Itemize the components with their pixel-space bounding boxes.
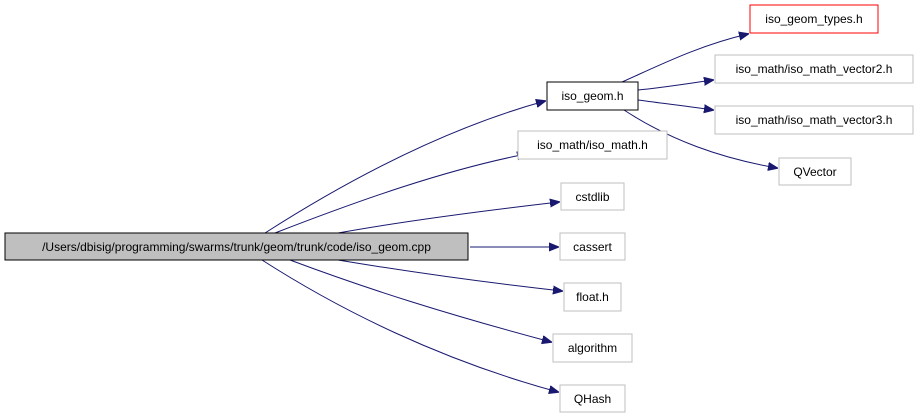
edge-root-to-iso-geom-h [264,101,545,234]
node-iso-geom-types-h-box [749,4,879,34]
node-float-h[interactable]: float.h [563,282,622,312]
node-root-box [4,232,469,261]
node-cstdlib-label: cstdlib [575,190,609,204]
node-iso-math-h[interactable]: iso_math/iso_math.h [517,130,668,160]
node-iso-math-vector2-h-box [714,54,914,84]
node-qvector[interactable]: QVector [778,157,852,186]
edge-iso-geom-h-to-vector2 [637,80,713,91]
node-iso-geom-types-h[interactable]: iso_geom_types.h [749,4,879,34]
edge-iso-geom-h-to-qvector [623,109,777,168]
node-iso-math-vector2-h-label: iso_math/iso_math_vector2.h [736,62,893,76]
edge-root-to-cstdlib [337,202,559,234]
node-cstdlib-box [560,182,625,211]
node-qhash[interactable]: QHash [559,384,626,413]
node-cassert-label: cassert [573,240,612,254]
edge-iso-geom-h-to-vector3 [637,99,713,110]
node-qvector-box [778,157,852,186]
edge-root-to-algorithm [289,259,551,342]
node-iso-geom-h-box [546,81,639,111]
node-cstdlib[interactable]: cstdlib [560,182,625,211]
edge-root-to-iso-math-h [274,154,526,234]
node-qhash-box [559,384,626,413]
node-iso-math-vector3-h[interactable]: iso_math/iso_math_vector3.h [714,105,914,135]
node-algorithm-box [552,333,633,363]
node-iso-geom-types-h-label: iso_geom_types.h [765,12,862,26]
edge-root-to-qhash [261,259,558,392]
node-algorithm[interactable]: algorithm [552,333,633,363]
node-root[interactable]: /Users/dbisig/programming/swarms/trunk/g… [4,232,469,261]
node-algorithm-label: algorithm [568,341,617,355]
node-qhash-label: QHash [574,392,611,406]
edge-root-to-float-h [337,259,562,291]
edges [261,34,777,392]
node-iso-geom-h-label: iso_geom.h [561,89,623,103]
node-iso-geom-h[interactable]: iso_geom.h [546,81,639,111]
node-cassert[interactable]: cassert [559,232,626,261]
node-iso-math-vector2-h[interactable]: iso_math/iso_math_vector2.h [714,54,914,84]
node-iso-math-h-box [517,130,668,160]
node-iso-math-h-label: iso_math/iso_math.h [537,138,648,152]
node-iso-math-vector3-h-label: iso_math/iso_math_vector3.h [736,113,893,127]
node-qvector-label: QVector [793,165,836,179]
node-root-label: /Users/dbisig/programming/swarms/trunk/g… [42,240,431,254]
edge-iso-geom-h-to-iso-geom-types-h [621,34,748,83]
node-cassert-box [559,232,626,261]
node-iso-math-vector3-h-box [714,105,914,135]
node-float-h-label: float.h [576,290,609,304]
node-float-h-box [563,282,622,312]
